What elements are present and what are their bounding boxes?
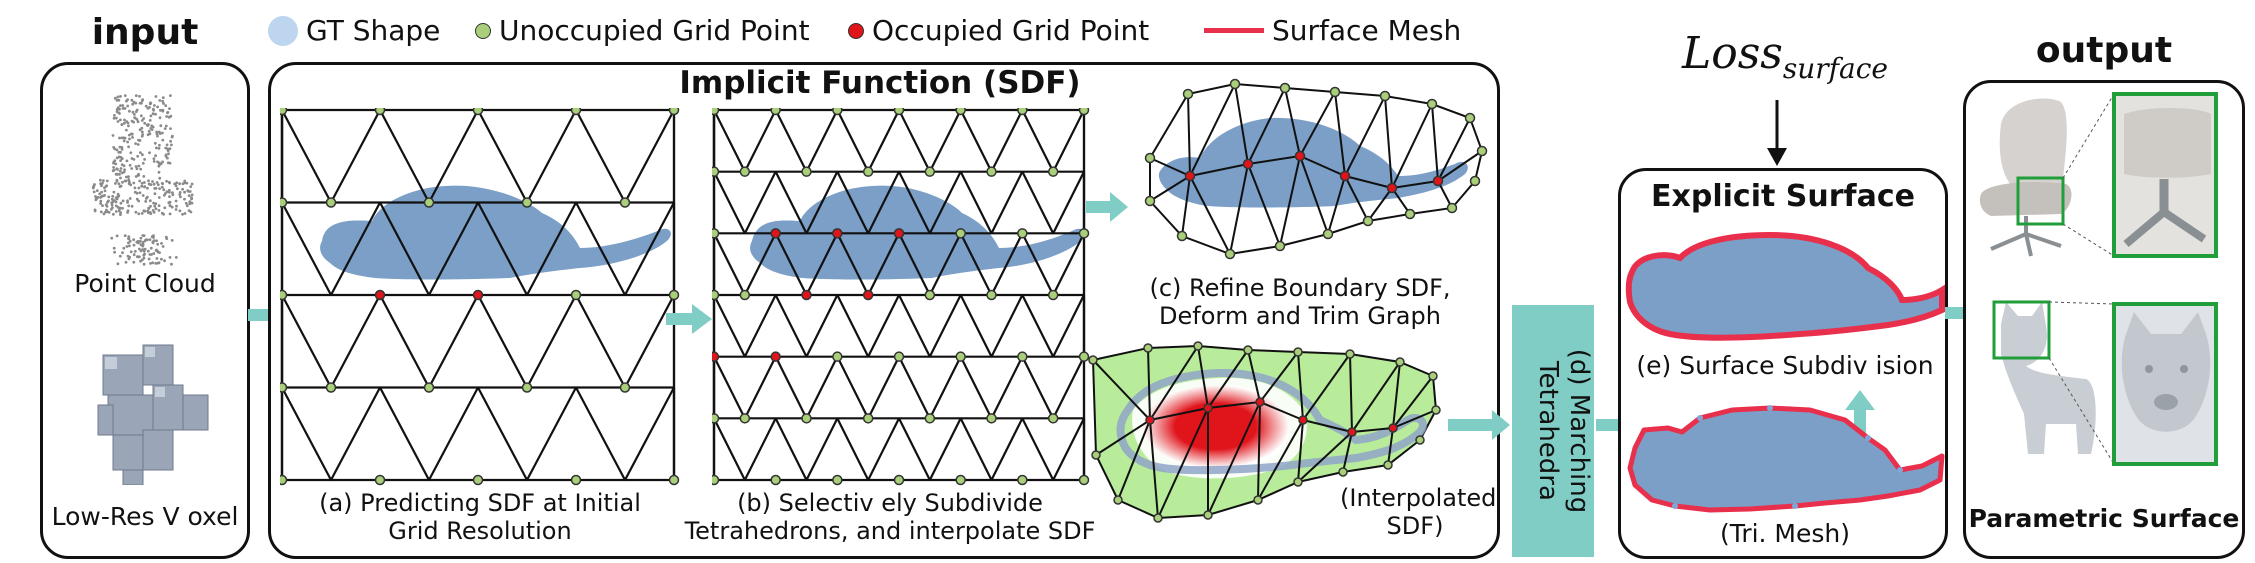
point-cloud-chair-image <box>91 94 194 266</box>
legend-occupied-label: Occupied Grid Point <box>872 14 1150 47</box>
legend-unoccupied-label: Unoccupied Grid Point <box>499 14 810 47</box>
input-title: input <box>91 12 199 53</box>
parametric-surface-caption: Parametric Surface <box>1968 504 2240 533</box>
point-cloud-label: Point Cloud <box>74 269 216 298</box>
surface-mesh-swatch <box>1204 28 1264 33</box>
caption-interpolated-sdf: (Interpolated SDF) <box>1340 484 1497 540</box>
refined-graph-diagram <box>1144 78 1488 260</box>
caption-interp-line1: (Interpolated <box>1340 484 1497 512</box>
loss-subscript: surface <box>1782 51 1888 85</box>
subdivided-grid-diagram <box>712 108 1090 486</box>
arrow-mesh-to-subdivision <box>1845 390 1875 442</box>
input-panel: Point Cloud Low-Res V oxel <box>40 62 250 559</box>
legend-gt-shape-label: GT Shape <box>306 14 441 47</box>
caption-a-line1: (a) Predicting SDF at Initial <box>319 489 641 517</box>
gt-shape-swatch <box>268 15 298 46</box>
legend-occupied: Occupied Grid Point <box>848 14 1149 47</box>
marching-line2: Tetrahedra <box>1532 361 1563 501</box>
low-res-voxel-image <box>97 344 209 485</box>
caption-a: (a) Predicting SDF at Initial Grid Resol… <box>285 489 675 545</box>
loss-base: Loss <box>1682 28 1783 79</box>
interpolated-sdf-diagram <box>1088 341 1441 523</box>
legend-unoccupied: Unoccupied Grid Point <box>475 14 810 47</box>
arrow-to-marching <box>1448 410 1510 440</box>
output-renderings <box>1979 92 2218 466</box>
marching-tetrahedra-block: (d) Marching Tetrahedra <box>1512 305 1594 557</box>
subdivided-surface-mesh <box>1625 231 1945 341</box>
caption-b-line2: Tetrahedrons, and interpolate SDF <box>684 516 1096 545</box>
caption-interp-line2: SDF) <box>1386 511 1444 540</box>
initial-grid-diagram <box>280 108 680 486</box>
chair-zoom-region <box>2016 176 2065 226</box>
gt-shape-rat-a <box>320 185 671 280</box>
unoccupied-point-swatch <box>475 22 491 39</box>
low-res-voxel-label: Low-Res V oxel <box>51 502 239 531</box>
legend-gt-shape: GT Shape <box>268 14 440 47</box>
output-title: output <box>2035 30 2173 71</box>
caption-a-line2: Grid Resolution <box>388 516 572 545</box>
dog-render <box>1992 300 2218 466</box>
explicit-surface-title: Explicit Surface <box>1651 179 1915 214</box>
caption-c-line1: (c) Refine Boundary SDF, <box>1149 274 1451 302</box>
tri-mesh-caption: (Tri. Mesh) <box>1719 519 1851 548</box>
caption-c-line2: Deform and Trim Graph <box>1159 301 1441 330</box>
chair-render <box>1979 92 2218 258</box>
triangle-surface-mesh <box>1627 405 1945 513</box>
legend-surface-mesh: Surface Mesh <box>1204 14 1461 47</box>
marching-line1: (d) Marching <box>1564 348 1594 514</box>
legend-surface-mesh-label: Surface Mesh <box>1272 14 1462 47</box>
arrow-a-to-b <box>666 304 712 334</box>
interpolated-boundary-curve <box>1116 368 1427 475</box>
occupied-point-swatch <box>848 22 864 39</box>
dog-zoom-region <box>1992 300 2051 360</box>
marching-tetrahedra-label: (d) Marching Tetrahedra <box>1512 305 1594 557</box>
caption-b-line1: (b) Selectiv ely Subdivide <box>737 489 1043 517</box>
arrow-loss-to-explicit <box>1767 100 1787 166</box>
arrow-b-to-c <box>1086 192 1128 222</box>
caption-b: (b) Selectiv ely Subdivide Tetrahedrons,… <box>660 489 1120 545</box>
loss-surface-label: Losssurface <box>1655 28 1915 85</box>
implicit-function-title: Implicit Function (SDF) <box>679 65 1081 101</box>
surface-subdivision-caption: (e) Surface Subdiv ision <box>1636 351 1934 380</box>
caption-c: (c) Refine Boundary SDF, Deform and Trim… <box>1110 274 1490 330</box>
